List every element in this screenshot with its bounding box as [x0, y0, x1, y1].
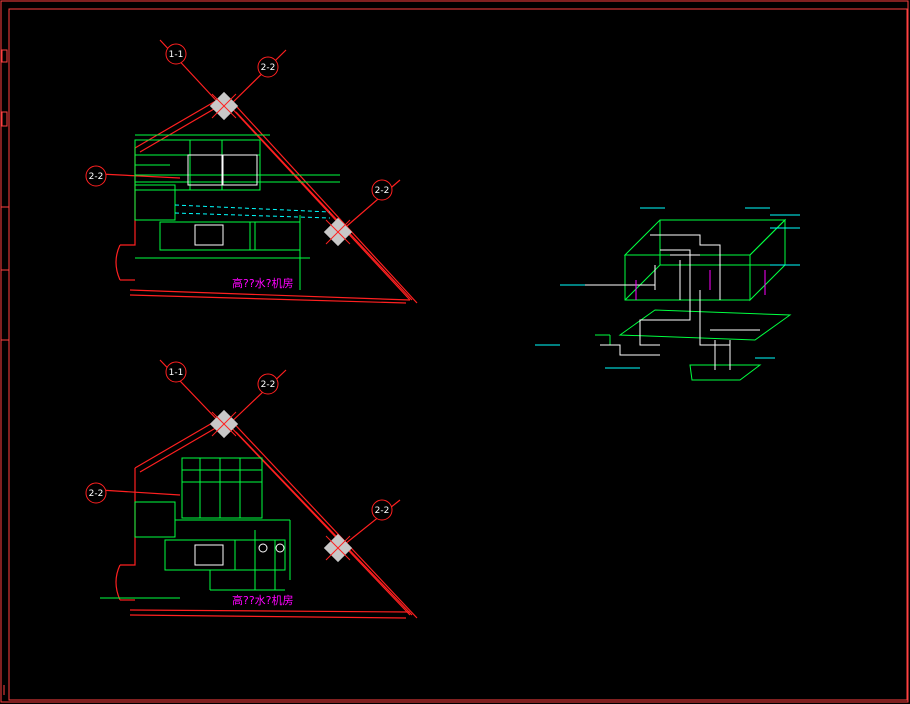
section-marker [371, 499, 393, 521]
section-marker-label: 1-1 [169, 50, 184, 60]
section-marker-label: 2-2 [375, 506, 390, 516]
section-marker [257, 373, 279, 395]
section-marker [85, 165, 107, 187]
section-marker [85, 482, 107, 504]
section-markers [85, 43, 393, 521]
section-marker-label: 2-2 [261, 380, 276, 390]
upper-walls [99, 39, 418, 304]
section-marker [371, 179, 393, 201]
upper-plan: 高??水?机房 [99, 39, 418, 304]
section-marker-label: 2-2 [261, 63, 276, 73]
upper-equipment [174, 154, 331, 246]
upper-column-right [323, 217, 353, 247]
section-marker-label: 2-2 [89, 172, 104, 182]
section-marker [165, 43, 187, 65]
upper-pipes [134, 134, 340, 290]
section-marker-labels: 1-1 2-2 2-2 2-2 1-1 2-2 2-2 2-2 [89, 50, 390, 516]
lower-equipment [194, 543, 285, 566]
lower-pipes [100, 457, 291, 599]
lower-walls [99, 359, 418, 619]
upper-plan-title: 高??水?机房 [232, 276, 294, 290]
section-marker [165, 361, 187, 383]
lower-column-right [323, 533, 353, 563]
section-marker-label: 1-1 [169, 368, 184, 378]
lower-plan: 高??水?机房 [99, 359, 418, 619]
section-marker [257, 56, 279, 78]
section-marker-label: 2-2 [375, 186, 390, 196]
upper-column [209, 91, 239, 121]
lower-column [209, 409, 239, 439]
section-marker-label: 2-2 [89, 489, 104, 499]
isometric-piping [535, 207, 800, 381]
lower-plan-title: 高??水?机房 [232, 593, 294, 607]
